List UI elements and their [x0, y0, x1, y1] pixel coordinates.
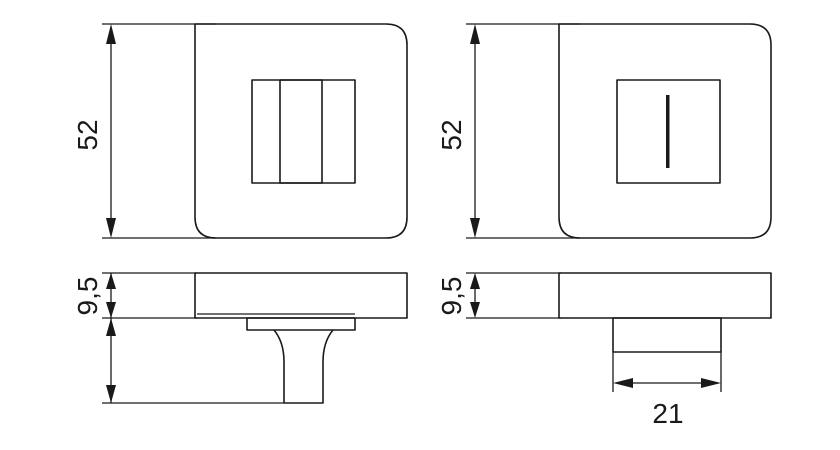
- arrow-head-down: [106, 385, 116, 403]
- arrow-head-up: [106, 318, 116, 336]
- right-side-view: [558, 272, 772, 392]
- left-front-view: [194, 23, 408, 239]
- dimension-label-21: 21: [652, 398, 683, 429]
- arrow-head-up: [106, 24, 116, 44]
- left-side-stem: [273, 329, 334, 404]
- arrow-head-left: [613, 378, 633, 388]
- dimension-label-right-52: 52: [436, 119, 467, 150]
- arrow-head-right: [701, 378, 721, 388]
- arrow-head-down: [106, 302, 116, 318]
- arrow-head-up: [106, 273, 116, 289]
- arrow-head-down: [106, 218, 116, 238]
- dimension-label-right-9-5: 9,5: [436, 277, 467, 316]
- right-indicator-frame: [616, 79, 721, 184]
- left-rose-outline: [194, 23, 408, 239]
- left-side-flange: [246, 317, 356, 331]
- right-front-view: [558, 23, 772, 239]
- arrow-head-down: [470, 302, 480, 318]
- dimension-right-stem-width: 21: [613, 378, 721, 429]
- dimension-label-left-9-5: 9,5: [72, 277, 103, 316]
- left-knob-outer: [251, 79, 356, 184]
- dimension-label-left-52: 52: [72, 119, 103, 150]
- arrow-head-up: [470, 24, 480, 44]
- arrow-head-up: [470, 273, 480, 289]
- left-side-view: [194, 272, 408, 404]
- dimension-left-side-thickness: 9,5: [72, 272, 284, 404]
- dimension-left-front-height: 52: [72, 23, 216, 239]
- dimension-right-side-thickness: 9,5: [436, 272, 561, 319]
- right-rose-outline: [558, 23, 772, 239]
- right-side-stem: [612, 317, 722, 353]
- right-side-plate: [558, 272, 772, 319]
- left-knob-grip: [279, 79, 323, 184]
- arrow-head-down: [470, 218, 480, 238]
- right-indicator-slot: [666, 95, 670, 168]
- dimension-right-front-height: 52: [436, 23, 580, 239]
- left-side-plate: [194, 272, 408, 319]
